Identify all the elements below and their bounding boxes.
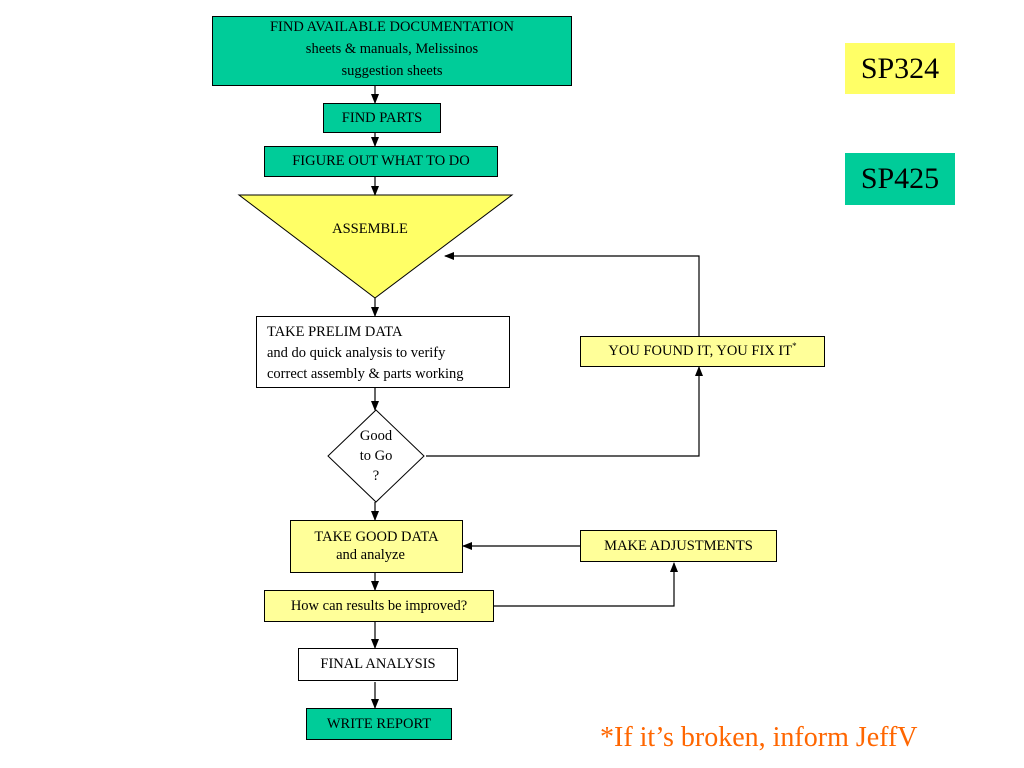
sp425-tag: SP425 bbox=[845, 153, 955, 205]
improve-results-box: How can results be improved? bbox=[264, 590, 494, 622]
sp324-tag: SP324 bbox=[845, 43, 955, 94]
find-docs-line-2: sheets & manuals, Melissinos bbox=[305, 41, 479, 57]
find-documentation-box: FIND AVAILABLE DOCUMENTATION sheets & ma… bbox=[212, 16, 572, 86]
prelim-line-1: TAKE PRELIM DATA bbox=[267, 324, 403, 340]
find-parts-label: FIND PARTS bbox=[341, 110, 423, 126]
final-analysis-box: FINAL ANALYSIS bbox=[298, 648, 458, 681]
good-data-line-1: TAKE GOOD DATA bbox=[314, 529, 439, 545]
decision-diamond bbox=[327, 409, 425, 503]
you-found-it-box: YOU FOUND IT, YOU FIX IT* bbox=[580, 336, 825, 367]
assemble-label: ASSEMBLE bbox=[332, 221, 408, 237]
decision-line-2: to Go bbox=[359, 448, 393, 464]
find-parts-box: FIND PARTS bbox=[323, 103, 441, 133]
prelim-line-2: and do quick analysis to verify bbox=[267, 345, 446, 361]
make-adjustments-label: MAKE ADJUSTMENTS bbox=[604, 538, 753, 554]
write-report-label: WRITE REPORT bbox=[326, 716, 432, 732]
arrow-decision-to-youfound bbox=[426, 366, 703, 457]
find-docs-line-3: suggestion sheets bbox=[341, 63, 443, 79]
prelim-line-3: correct assembly & parts working bbox=[267, 366, 464, 382]
write-report-box: WRITE REPORT bbox=[306, 708, 452, 740]
good-data-line-2: and analyze bbox=[336, 547, 405, 563]
figure-out-label: FIGURE OUT WHAT TO DO bbox=[292, 153, 470, 169]
make-adjustments-box: MAKE ADJUSTMENTS bbox=[580, 530, 777, 562]
decision-line-3: ? bbox=[372, 468, 380, 484]
final-analysis-label: FINAL ANALYSIS bbox=[320, 656, 436, 672]
arrow-youfound-to-assemble bbox=[444, 252, 700, 336]
prelim-data-box: TAKE PRELIM DATA and do quick analysis t… bbox=[256, 316, 510, 388]
figure-out-box: FIGURE OUT WHAT TO DO bbox=[264, 146, 498, 177]
you-found-it-label: YOU FOUND IT, YOU FIX IT bbox=[608, 343, 793, 359]
footnote-text: *If it’s broken, inform JeffV bbox=[600, 722, 918, 753]
decision-line-1: Good bbox=[359, 428, 393, 444]
take-good-data-box: TAKE GOOD DATA and analyze bbox=[290, 520, 463, 573]
improve-results-label: How can results be improved? bbox=[290, 598, 468, 614]
assemble-triangle bbox=[237, 194, 514, 299]
arrow-improve-to-adjust bbox=[494, 562, 678, 607]
footnote-marker: * bbox=[792, 341, 797, 352]
find-docs-line-1: FIND AVAILABLE DOCUMENTATION bbox=[269, 19, 514, 35]
decision-label: Good to Go ? bbox=[341, 426, 411, 486]
